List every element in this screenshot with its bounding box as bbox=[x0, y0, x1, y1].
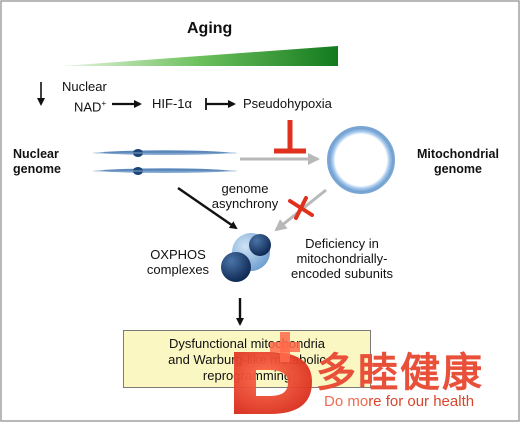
brand-tagline: Do more for our health bbox=[324, 393, 474, 410]
mito-genome-line2: genome bbox=[434, 162, 482, 176]
deficiency-line1: Deficiency in bbox=[305, 236, 379, 251]
oxphos-label: OXPHOS complexes bbox=[135, 247, 221, 277]
oxphos-complexes-graphic bbox=[221, 233, 271, 282]
nuclear-genome-graphic bbox=[92, 149, 238, 175]
nuclear-genome-label: Nuclear genome bbox=[13, 147, 61, 177]
deficiency-line3: encoded subunits bbox=[291, 266, 393, 281]
mito-genome-label: Mitochondrial genome bbox=[404, 147, 512, 177]
asynchrony-line2: asynchrony bbox=[211, 196, 279, 211]
mito-genome-line1: Mitochondrial bbox=[417, 147, 499, 161]
nad-text: NAD bbox=[74, 99, 102, 115]
mito-genome-ring bbox=[328, 127, 394, 193]
blocked-x-mark bbox=[288, 196, 314, 220]
tagline-part-a: Do mo bbox=[324, 393, 369, 410]
nad-superscript: + bbox=[101, 99, 107, 108]
genome-asynchrony-label: genome asynchrony bbox=[203, 181, 287, 211]
nuclear-genome-line1: Nuclear bbox=[13, 147, 59, 161]
tagline-part-b: re for our health bbox=[368, 393, 475, 410]
oxphos-line2: complexes bbox=[146, 262, 210, 277]
aging-title: Aging bbox=[187, 20, 233, 37]
asynchrony-line1: genome bbox=[221, 181, 269, 196]
pseudohypoxia-label: Pseudohypoxia bbox=[243, 96, 332, 111]
nuclear-nad-label-line1: Nuclear bbox=[62, 79, 107, 94]
brand-name-cn: 多睦健康 bbox=[316, 350, 484, 396]
oxphos-line1: OXPHOS bbox=[150, 247, 206, 262]
nuclear-nad-label-line2: NAD+ bbox=[74, 96, 106, 114]
nuclear-to-oxphos-arrow bbox=[177, 187, 238, 230]
hif-label: HIF-1α bbox=[152, 96, 193, 111]
brand-watermark-logo bbox=[234, 332, 312, 414]
deficiency-line2: mitochondrially- bbox=[296, 251, 388, 266]
nuclear-genome-line2: genome bbox=[13, 162, 61, 176]
deficiency-label: Deficiency in mitochondrially- encoded s… bbox=[278, 236, 406, 281]
aging-wedge bbox=[62, 46, 338, 66]
